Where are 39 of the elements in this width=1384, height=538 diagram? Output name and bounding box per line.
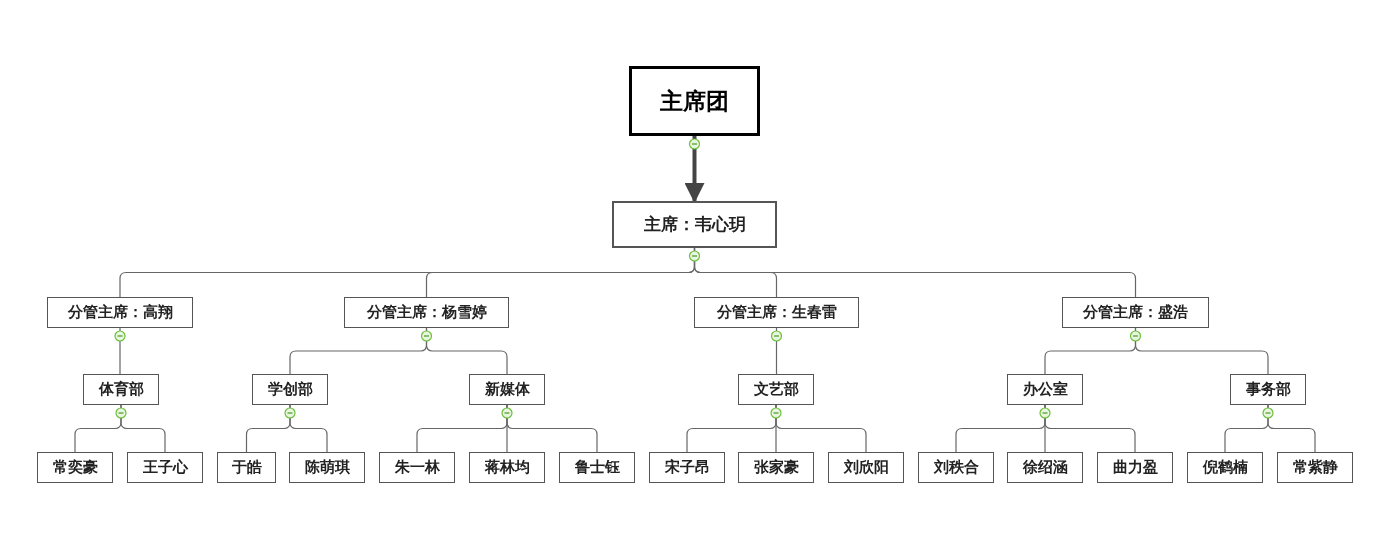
org-box: 事务部 [1230, 374, 1306, 405]
connector-line [1134, 327, 1269, 375]
connector-line [119, 327, 121, 375]
org-box: 分管主席：盛浩 [1062, 297, 1209, 328]
connector-line [1267, 404, 1316, 453]
org-box: 常紫静 [1277, 452, 1353, 483]
org-box: 办公室 [1007, 374, 1083, 405]
org-box: 刘欣阳 [828, 452, 904, 483]
connector-line [1044, 404, 1136, 453]
org-box: 于皓 [217, 452, 276, 483]
org-box: 主席：韦心玥 [612, 201, 777, 248]
org-box: 常奕豪 [37, 452, 113, 483]
org-box: 曲力盈 [1097, 452, 1173, 483]
org-box: 王子心 [127, 452, 203, 483]
org-box: 朱一林 [379, 452, 455, 483]
org-box: 体育部 [83, 374, 159, 405]
connector-line [693, 247, 1137, 298]
connector-line [289, 404, 328, 453]
connector-line [425, 327, 508, 375]
org-box: 宋子昂 [649, 452, 725, 483]
org-box: 陈萌琪 [289, 452, 365, 483]
connector-line [506, 404, 598, 453]
org-box: 分管主席：杨雪婷 [344, 297, 509, 328]
org-box: 徐绍涵 [1007, 452, 1083, 483]
org-box: 鲁士钰 [559, 452, 635, 483]
connector-line [775, 404, 867, 453]
org-box: 学创部 [252, 374, 328, 405]
org-box: 主席团 [629, 66, 760, 136]
org-box: 倪鹤楠 [1187, 452, 1263, 483]
connector-line [775, 327, 778, 375]
org-box: 刘秩合 [918, 452, 994, 483]
org-box: 新媒体 [469, 374, 545, 405]
org-box: 分管主席：高翔 [47, 297, 193, 328]
connector-line [120, 404, 166, 453]
org-box: 蒋林均 [469, 452, 545, 483]
org-box: 文艺部 [738, 374, 814, 405]
org-box: 分管主席：生春雷 [694, 297, 859, 328]
arrow [684, 136, 705, 203]
org-box: 张家豪 [738, 452, 814, 483]
